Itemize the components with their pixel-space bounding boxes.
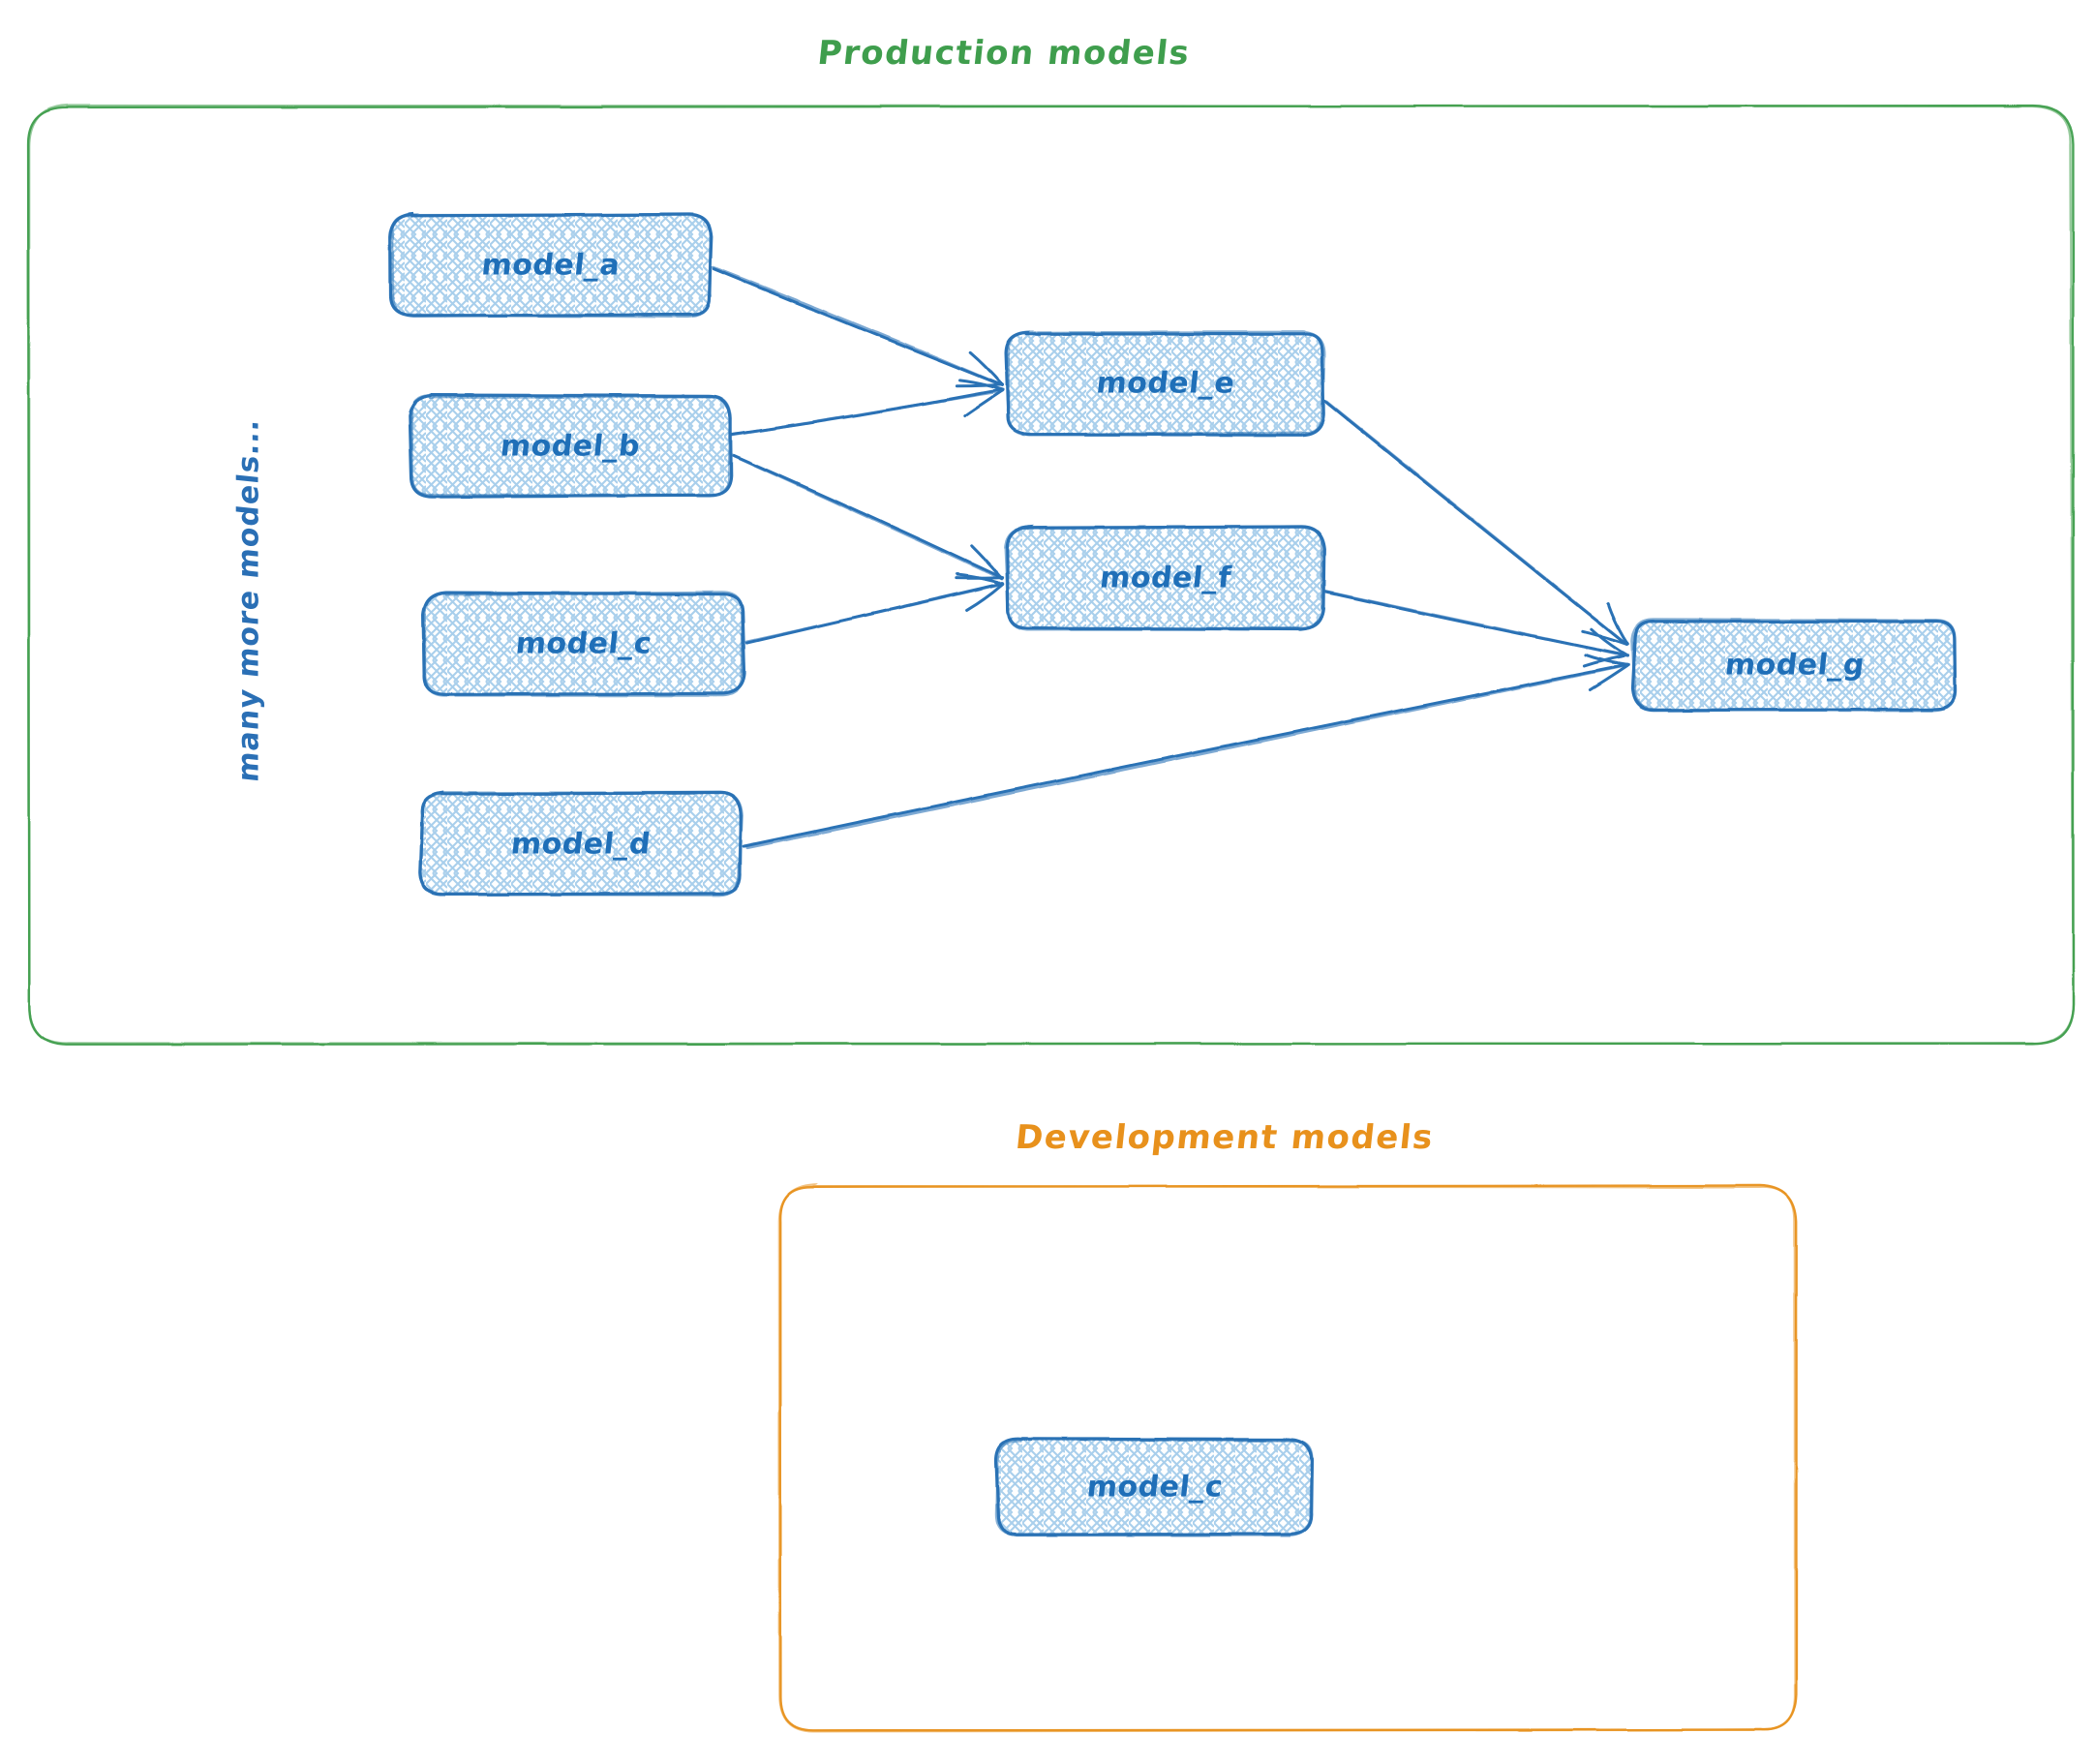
node-model_c[interactable] [421, 591, 746, 697]
edge-model_f-to-model_g [1321, 590, 1629, 668]
group-container-production [26, 104, 2075, 1046]
edge-model_d-to-model_g [742, 653, 1630, 850]
node-outline [1003, 525, 1326, 631]
edge-model_b-to-model_e [729, 379, 1005, 437]
edges [712, 265, 1630, 850]
node-fill [1632, 620, 1957, 710]
node-model_d[interactable] [417, 791, 744, 897]
node-model_a[interactable] [388, 212, 714, 319]
edge-model_a-to-model_e [712, 265, 1004, 388]
node-outline [1630, 618, 1958, 713]
node-fill [1006, 332, 1324, 435]
edge-model_c-to-model_f [744, 573, 1005, 645]
nodes [388, 212, 1958, 1537]
node-fill [410, 395, 730, 498]
node-outline [388, 212, 714, 319]
node-dev_model_c[interactable] [994, 1437, 1315, 1537]
node-model_e[interactable] [1004, 330, 1326, 437]
node-outline [417, 791, 744, 897]
node-fill [421, 793, 742, 896]
node-outline [408, 393, 733, 499]
node-model_g[interactable] [1630, 618, 1958, 713]
group-containers [26, 104, 2075, 1733]
node-fill [997, 1439, 1312, 1536]
node-outline [1004, 330, 1326, 437]
edge-model_e-to-model_g [1322, 399, 1629, 646]
node-model_b[interactable] [408, 393, 733, 499]
node-model_f[interactable] [1003, 525, 1326, 631]
node-outline [994, 1437, 1315, 1537]
edge-model_b-to-model_f [731, 453, 1005, 581]
node-outline [421, 591, 746, 697]
node-fill [1007, 527, 1324, 629]
node-fill [391, 214, 712, 316]
group-container-development [777, 1183, 1798, 1733]
node-fill [423, 593, 744, 695]
